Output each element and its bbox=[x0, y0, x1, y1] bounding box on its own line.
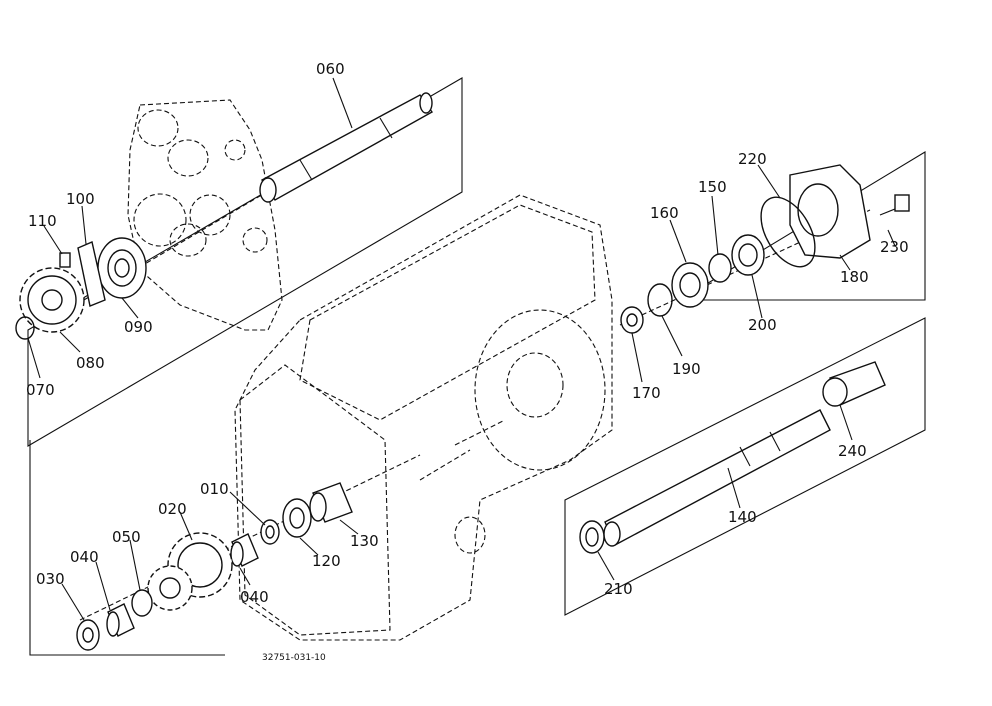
label-190: 190 bbox=[672, 360, 701, 378]
part-160-bearing bbox=[671, 262, 709, 308]
leader-lines bbox=[27, 77, 896, 621]
label-020: 020 bbox=[158, 500, 187, 518]
label-050: 050 bbox=[112, 528, 141, 546]
label-040-lower-left: 040 bbox=[70, 548, 99, 566]
part-130-collar bbox=[309, 482, 353, 523]
label-150: 150 bbox=[698, 178, 727, 196]
label-180: 180 bbox=[840, 268, 869, 286]
label-100: 100 bbox=[66, 190, 95, 208]
part-100-plate bbox=[77, 241, 106, 307]
part-200-bearing bbox=[731, 234, 765, 276]
part-210-ring bbox=[579, 520, 605, 554]
part-120-bearing bbox=[282, 498, 312, 538]
label-130: 130 bbox=[350, 532, 379, 550]
part-labels: 060 100 110 090 080 070 220 150 160 230 … bbox=[26, 60, 909, 663]
part-030-washer bbox=[76, 619, 100, 651]
label-160: 160 bbox=[650, 204, 679, 222]
part-230-bolt bbox=[879, 194, 910, 216]
part-020-gear bbox=[147, 532, 233, 611]
drawing-number: 32751-031-10 bbox=[262, 653, 326, 663]
label-030: 030 bbox=[36, 570, 65, 588]
label-010: 010 bbox=[200, 480, 229, 498]
label-240: 240 bbox=[838, 442, 867, 460]
label-210: 210 bbox=[604, 580, 633, 598]
part-060-shaft bbox=[259, 92, 434, 203]
part-010-washer bbox=[260, 519, 280, 545]
label-220: 220 bbox=[738, 150, 767, 168]
label-080: 080 bbox=[76, 354, 105, 372]
part-040-needle-bearing-upper bbox=[230, 533, 259, 567]
label-110: 110 bbox=[28, 212, 57, 230]
transmission-case bbox=[234, 194, 613, 641]
part-050-collar bbox=[131, 589, 153, 617]
label-170: 170 bbox=[632, 384, 661, 402]
label-040-center: 040 bbox=[240, 588, 269, 606]
part-150-collar bbox=[708, 253, 732, 283]
part-240-sleeve bbox=[822, 361, 886, 407]
part-140-shaft bbox=[603, 409, 831, 547]
part-180-housing bbox=[789, 164, 871, 259]
part-170-nut bbox=[620, 306, 644, 334]
part-070-snap-ring bbox=[15, 316, 35, 340]
part-220-o-ring bbox=[760, 196, 816, 268]
part-080-gear bbox=[19, 267, 85, 333]
part-040-needle-bearing-lower bbox=[106, 603, 135, 637]
label-120: 120 bbox=[312, 552, 341, 570]
label-140: 140 bbox=[728, 508, 757, 526]
lower-right-group-frame bbox=[564, 317, 926, 616]
label-090: 090 bbox=[124, 318, 153, 336]
part-090-bearing bbox=[97, 237, 147, 299]
lower-left-group-frame bbox=[29, 440, 225, 656]
part-190-snap-ring bbox=[647, 283, 673, 317]
part-110-bolt bbox=[59, 252, 71, 268]
label-070: 070 bbox=[26, 381, 55, 399]
label-200: 200 bbox=[748, 316, 777, 334]
label-230: 230 bbox=[880, 238, 909, 256]
rear-housing-plate bbox=[127, 99, 283, 331]
label-060: 060 bbox=[316, 60, 345, 78]
